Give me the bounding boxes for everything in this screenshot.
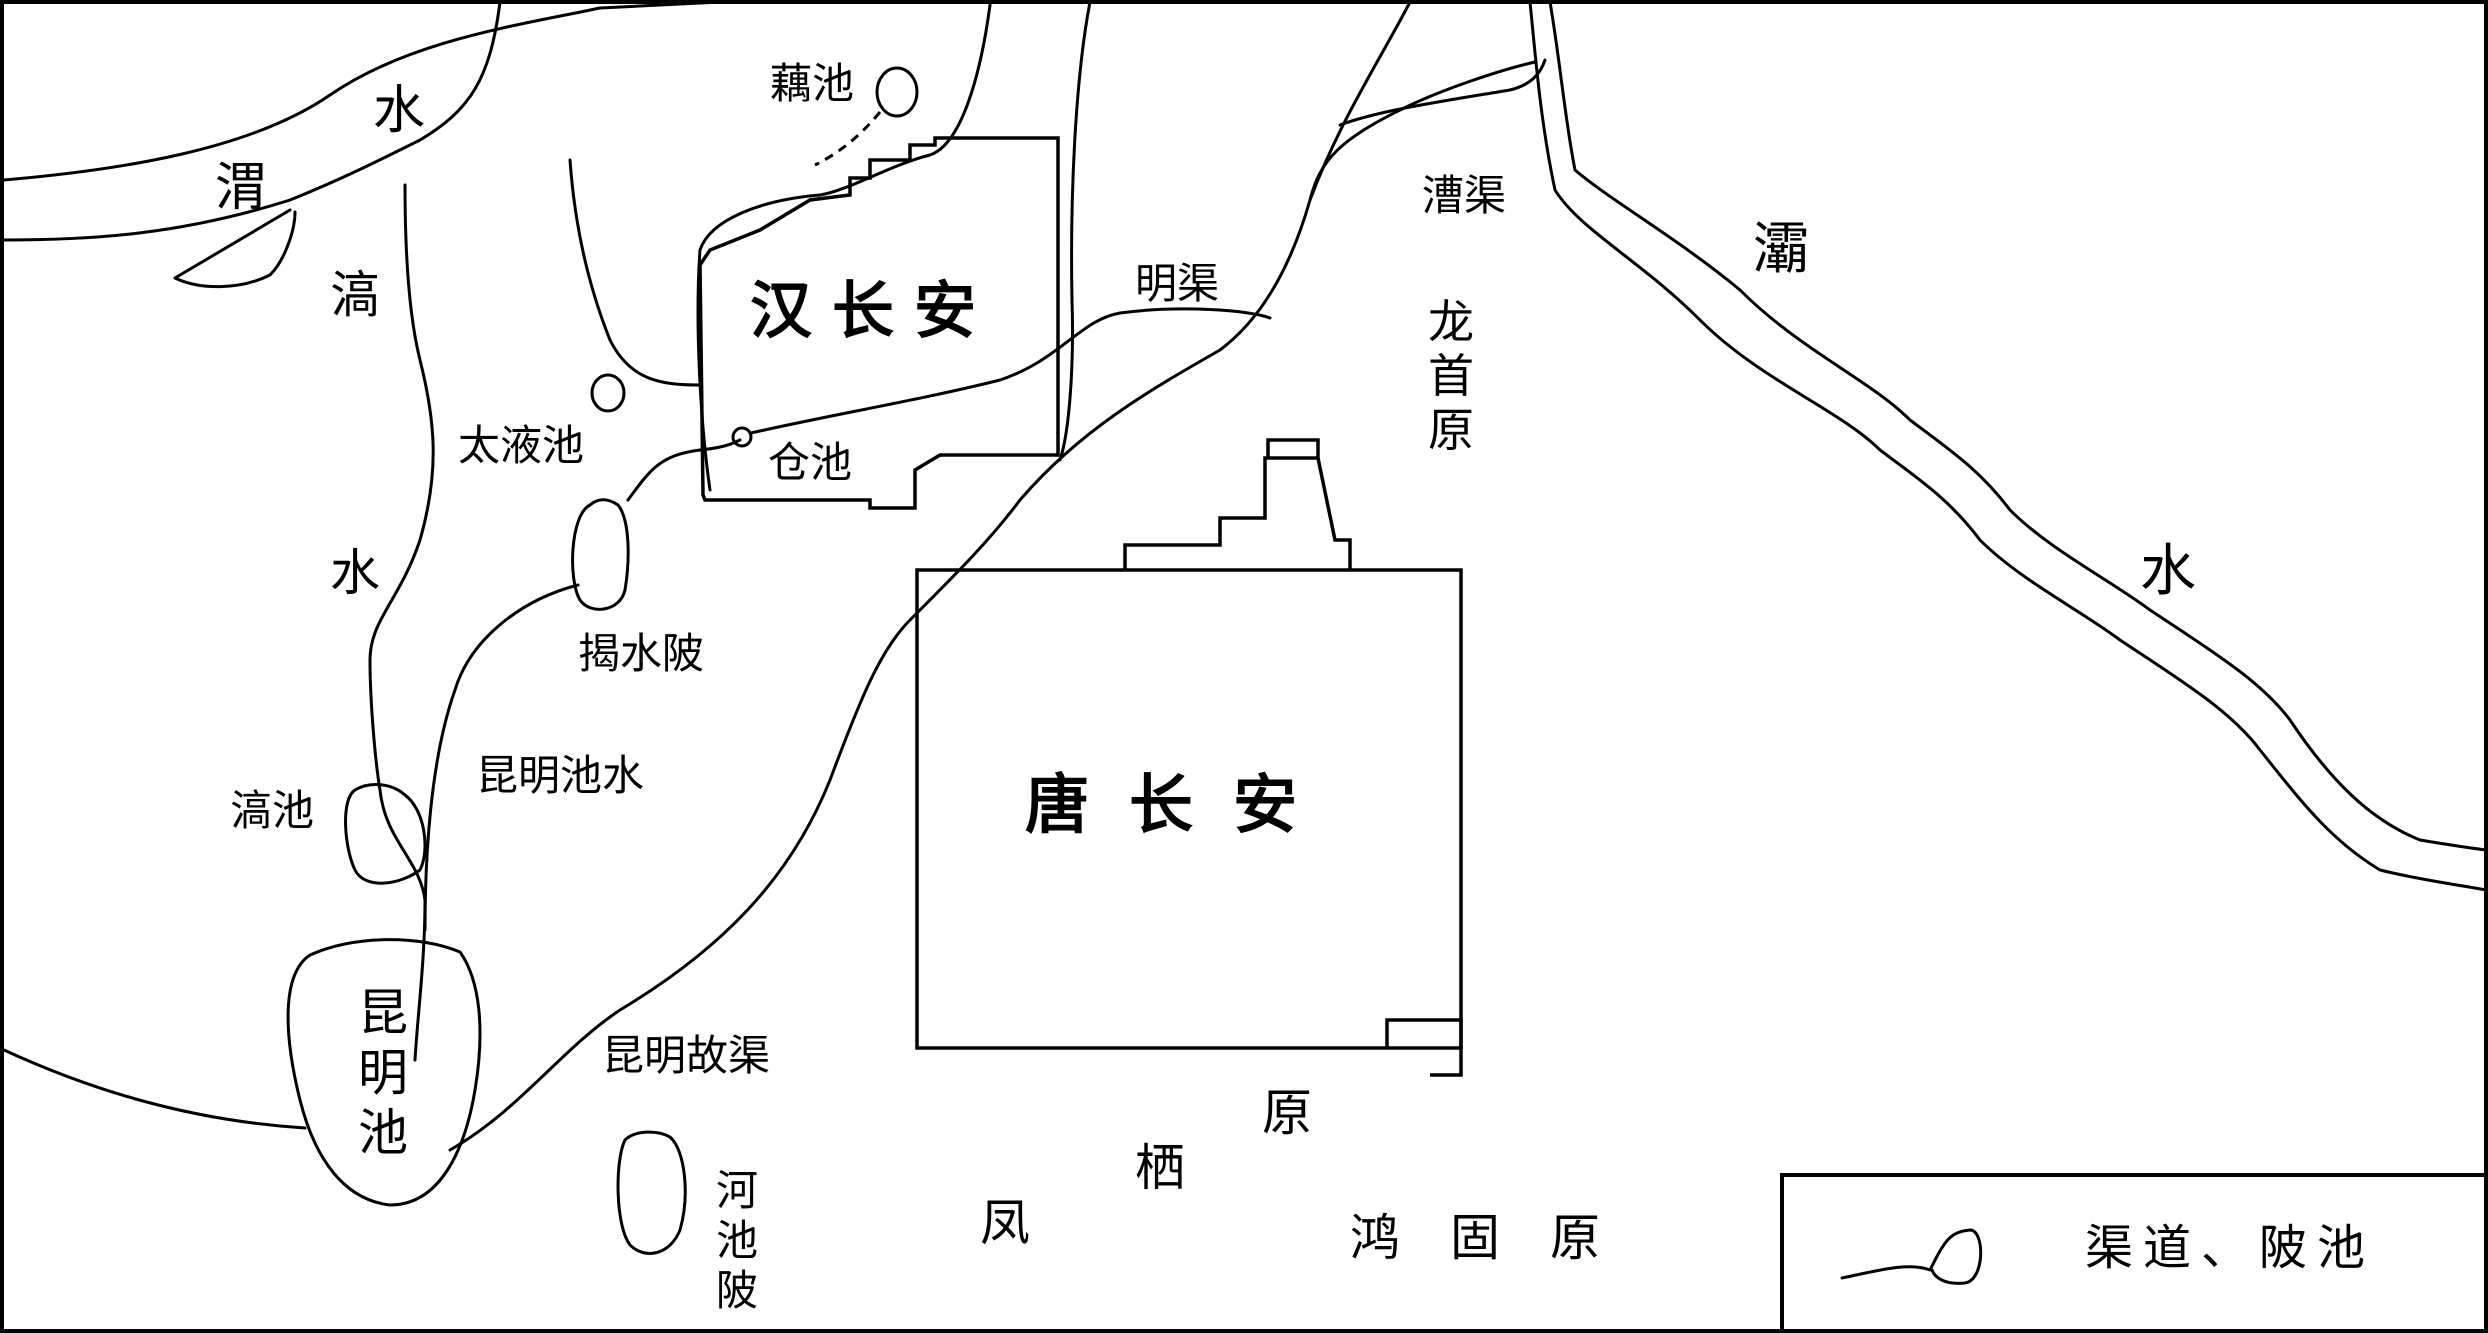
- tang-palace-annex: [1123, 438, 1352, 570]
- cang-pond-label: 仓池: [768, 438, 852, 487]
- he-pond-label-2: 池: [716, 1216, 758, 1265]
- honggu-plateau-label: 鸿 固 原: [1350, 1209, 1600, 1267]
- legend: 渠道、陂池: [1780, 1173, 2488, 1333]
- qifeng-plateau-label-2: 栖: [1135, 1139, 1185, 1197]
- cang-pond: [731, 426, 753, 448]
- han-east-stream: [1058, 0, 1092, 462]
- cangchi-connector: [626, 438, 742, 502]
- he-pond-label-1: 河: [716, 1166, 758, 1215]
- kunming-pond-label-1: 昆: [358, 984, 408, 1042]
- jieshui-pond-label: 揭水陂: [578, 629, 704, 678]
- longshou-plateau-label-3: 原: [1428, 403, 1474, 457]
- legend-box: [1780, 1173, 2488, 1333]
- legend-canal-symbol: [1840, 1228, 1983, 1285]
- wei-river-north-bank: [2, 0, 722, 182]
- longshou-plateau-label-2: 首: [1428, 349, 1474, 403]
- kunming-pond-water: [423, 583, 580, 932]
- ba-river-label-1: 灞: [1753, 217, 1809, 282]
- hao-pond-label: 滈池: [230, 786, 314, 835]
- wei-river-inlet: [173, 208, 297, 289]
- hao-river-label-1: 滈: [330, 266, 380, 324]
- ba-river-label-2: 水: [2140, 539, 2196, 604]
- wei-river-south-bank: [2, 0, 502, 242]
- hao-river-label-2: 水: [330, 544, 380, 602]
- han-wall-moat: [696, 3, 992, 492]
- ou-pond: [875, 66, 919, 118]
- ou-pond-dashed-link: [814, 111, 882, 167]
- ming-canal: [749, 307, 1272, 435]
- jieshui-pond: [571, 498, 630, 611]
- ba-river-west-bank: [1528, 0, 2488, 892]
- kunming-old-canal-label: 昆明故渠: [602, 1031, 770, 1080]
- tang-southeast-annex: [1385, 1018, 1463, 1077]
- qifeng-plateau-label-3: 原: [1262, 1084, 1312, 1142]
- ba-river-east-bank: [1548, 0, 2488, 852]
- taiye-pond: [590, 373, 626, 413]
- kunming-pond-label-2: 明: [358, 1044, 408, 1102]
- kunming-old-canal: [448, 60, 1537, 1152]
- cao-canal-label: 漕渠: [1422, 171, 1506, 220]
- ou-pond-label: 藕池: [770, 59, 854, 108]
- legend-label: 渠道、陂池: [2085, 1220, 2375, 1276]
- qifeng-plateau-label-1: 凤: [980, 1194, 1030, 1252]
- han-changan-label: 汉长安: [750, 274, 996, 347]
- kunming-southwest-canal: [2, 1048, 307, 1130]
- cao-canal-upper: [1308, 0, 1412, 202]
- kunming-pond-label-3: 池: [358, 1104, 408, 1162]
- han-west-stream: [568, 158, 702, 387]
- ming-canal-label: 明渠: [1135, 259, 1219, 308]
- he-pond-label-3: 陂: [716, 1266, 758, 1315]
- longshou-plateau-label-1: 龙: [1428, 295, 1474, 349]
- taiye-pond-label: 太液池: [458, 421, 584, 470]
- kunming-pond-water-label: 昆明池水: [476, 751, 644, 800]
- wei-river-label-2: 水: [373, 81, 425, 141]
- hao-pond: [344, 783, 427, 885]
- han-changan-wall: [698, 136, 1060, 510]
- tang-changan-wall: [915, 568, 1463, 1050]
- he-pond: [616, 1130, 687, 1255]
- wei-river-label-1: 渭: [215, 158, 267, 218]
- tang-changan-label: 唐长安: [1025, 769, 1337, 843]
- kunming-pond: [286, 938, 482, 1207]
- cao-canal: [1338, 58, 1547, 127]
